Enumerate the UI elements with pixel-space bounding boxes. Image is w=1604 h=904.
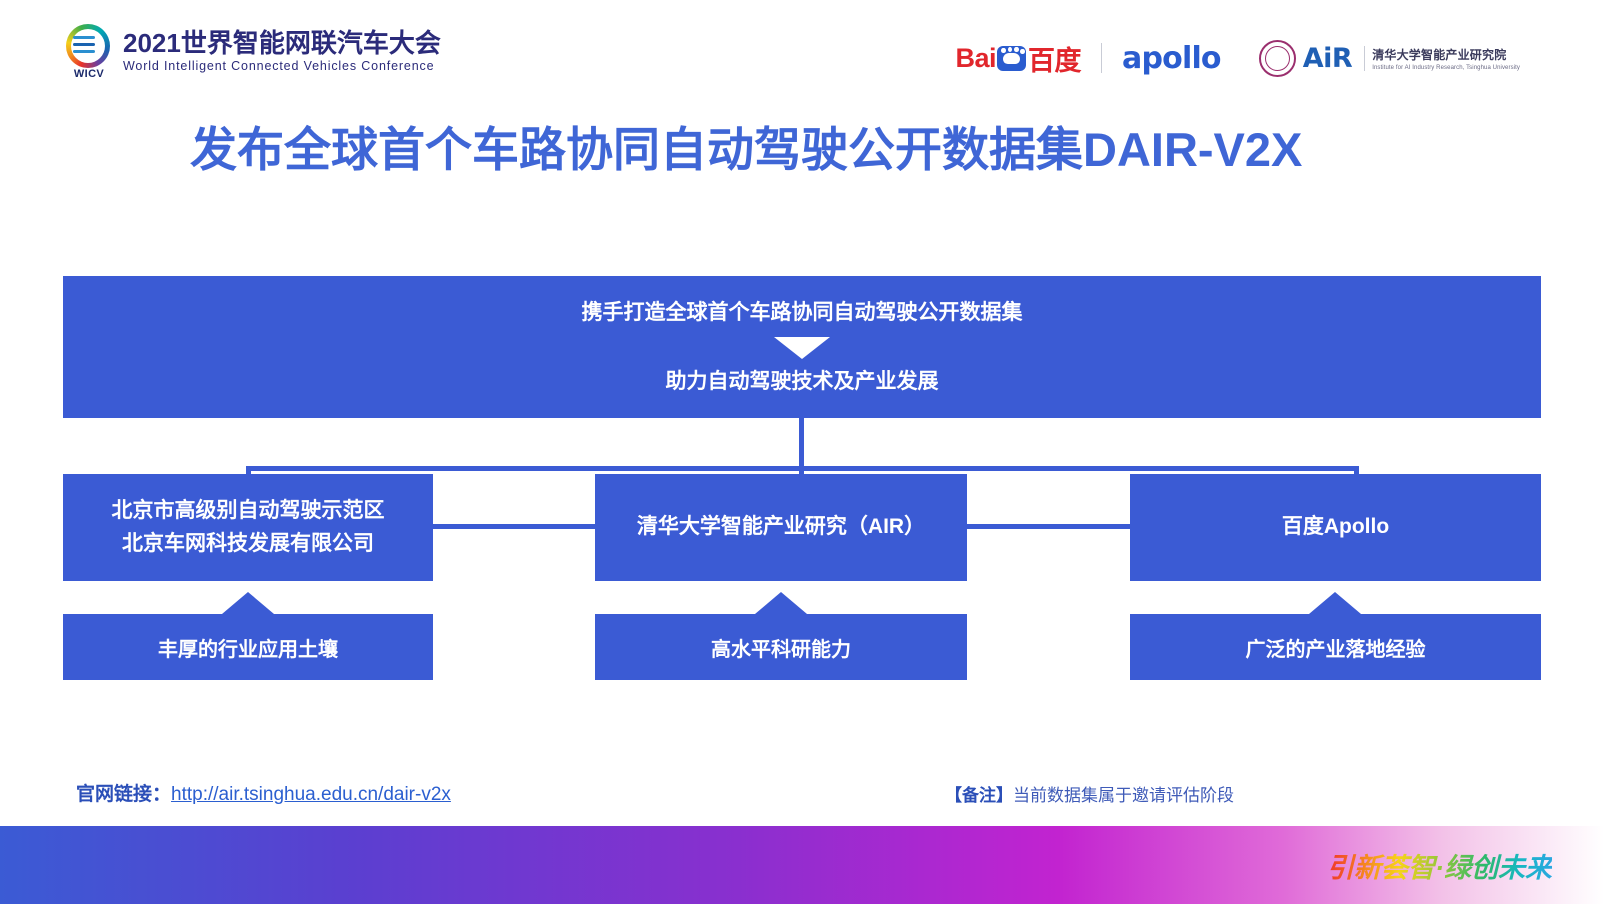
connector-link-mid-right (967, 524, 1130, 529)
partner-logos: Bai 百度 apollo AiR 清华大学智能产业研究院 Institute … (956, 36, 1521, 80)
diagram-partner-box-1[interactable]: 北京市高级别自动驾驶示范区 北京车网科技发展有限公司 (63, 474, 433, 581)
connector-stem-vertical (799, 418, 804, 474)
footer-note-text: 当前数据集属于邀请评估阶段 (1013, 786, 1234, 805)
partner-1-name-line1: 北京市高级别自动驾驶示范区 (111, 498, 385, 522)
diagram-strength-box-2[interactable]: 高水平科研能力 (595, 614, 967, 680)
logo-divider (1101, 43, 1103, 73)
top-box-line1: 携手打造全球首个车路协同自动驾驶公开数据集 (581, 301, 1023, 324)
diagram-strength-box-1[interactable]: 丰厚的行业应用土壤 (63, 614, 433, 680)
slide-header: WICV 2021世界智能网联汽车大会 World Intelligent Co… (0, 0, 1604, 96)
wicv-title-cn: 2021世界智能网联汽车大会 (123, 27, 441, 58)
air-name-en: Institute for AI Industry Research, Tsin… (1372, 64, 1520, 71)
baidu-paw-icon (997, 45, 1027, 71)
wicv-logo-label: WICV (73, 68, 105, 80)
wicv-conference-logo: WICV 2021世界智能网联汽车大会 World Intelligent Co… (62, 24, 441, 80)
air-logo-fullname: 清华大学智能产业研究院 Institute for AI Industry Re… (1364, 45, 1520, 71)
footer-note-tag: 【备注】 (945, 786, 1013, 805)
official-website-link[interactable]: http://air.tsinghua.edu.cn/dair-v2x (171, 784, 451, 805)
diagram-partner-box-2[interactable]: 清华大学智能产业研究（AIR） (595, 474, 967, 581)
wicv-logo-icon: WICV (62, 24, 114, 80)
baidu-logo-bai: Bai (955, 42, 997, 73)
partner-3-name: 百度Apollo (1281, 515, 1390, 539)
up-triangle-icon-3 (1309, 592, 1361, 614)
partner-1-name-line2: 北京车网科技发展有限公司 (122, 531, 374, 555)
apollo-logo: apollo (1122, 40, 1222, 76)
top-box-line2: 助力自动驾驶技术及产业发展 (665, 370, 939, 393)
diagram-partner-box-3[interactable]: 百度Apollo (1130, 474, 1541, 581)
baidu-logo: Bai 百度 (956, 39, 1082, 78)
wicv-title-en: World Intelligent Connected Vehicles Con… (123, 58, 435, 73)
down-triangle-icon (774, 337, 830, 359)
diagram-strength-box-3[interactable]: 广泛的产业落地经验 (1130, 614, 1541, 680)
connector-bracket-horizontal (246, 466, 1359, 471)
diagram-top-box[interactable]: 携手打造全球首个车路协同自动驾驶公开数据集 助力自动驾驶技术及产业发展 (63, 276, 1541, 418)
footer-note: 【备注】当前数据集属于邀请评估阶段 (945, 781, 1234, 806)
conference-slogan: 引新荟智·绿创未来 (1327, 846, 1552, 885)
official-website-label: 官网链接： (76, 784, 172, 805)
tsinghua-seal-icon (1258, 39, 1296, 77)
wicv-logo-text: 2021世界智能网联汽车大会 World Intelligent Connect… (123, 27, 441, 75)
up-triangle-icon-2 (755, 592, 807, 614)
wicv-wave-icon (73, 33, 95, 59)
wicv-ring-icon (66, 24, 110, 68)
bottom-gradient-bar (0, 826, 1604, 904)
up-triangle-icon-1 (222, 592, 274, 614)
connector-link-left-mid (433, 524, 595, 529)
air-logo-abbr: AiR (1302, 42, 1353, 74)
partner-2-name: 清华大学智能产业研究（AIR） (636, 515, 926, 539)
baidu-logo-cn: 百度 (1028, 45, 1082, 76)
partner-1-name: 北京市高级别自动驾驶示范区 北京车网科技发展有限公司 (112, 495, 385, 560)
air-logo: AiR 清华大学智能产业研究院 Institute for AI Industr… (1258, 39, 1520, 77)
official-website-line: 官网链接：http://air.tsinghua.edu.cn/dair-v2x (76, 779, 451, 806)
page-title: 发布全球首个车路协同自动驾驶公开数据集DAIR-V2X (190, 123, 1303, 176)
air-name-cn: 清华大学智能产业研究院 (1372, 47, 1507, 62)
